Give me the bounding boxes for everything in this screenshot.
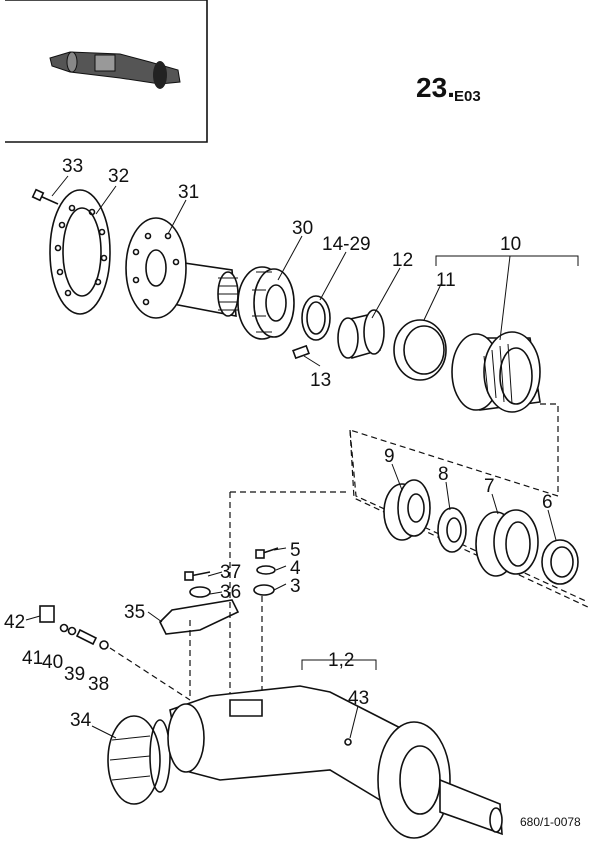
section-code: E03 [454, 88, 481, 105]
part-36-lock-washer [189, 586, 211, 598]
part-4-washer-plate [256, 565, 276, 575]
callout-11: 11 [436, 270, 456, 291]
part-3-lock-plate [253, 584, 275, 596]
callout-13: 13 [310, 370, 331, 391]
part-9-bearing [383, 479, 431, 541]
callout-12-bearing: 12 [392, 250, 413, 271]
callout-33: 33 [62, 156, 83, 177]
part-12-bearing-cone [337, 309, 385, 360]
callout-40: 40 [42, 652, 63, 673]
inset-axle-thumbnail [49, 51, 181, 89]
part-10-ring-gear [451, 331, 541, 413]
alignment-line-pin [109, 647, 191, 701]
callout-9: 9 [384, 446, 395, 467]
drawing-reference: 680/1-0078 [520, 815, 581, 829]
callout-10: 10 [500, 234, 521, 255]
part-34-perforated-band [107, 715, 171, 805]
callout-labels: 33 32 31 30 14-29 12 10 11 13 9 8 7 6 5 … [4, 156, 553, 731]
locator-inset [5, 0, 208, 143]
callout-38: 38 [88, 674, 109, 695]
callout-35: 35 [124, 602, 145, 623]
part-41-washer [59, 623, 69, 633]
part-6-seal [541, 539, 579, 585]
part-35-bracket [159, 599, 240, 635]
callout-42: 42 [4, 612, 25, 633]
part-14-29-shim-ring [301, 295, 331, 341]
part-42-block [39, 605, 55, 623]
part-32-flange-ring [49, 189, 111, 315]
part-5-bolt [255, 547, 279, 559]
section-title: 23. E03 [416, 72, 481, 105]
callout-5: 5 [290, 540, 301, 561]
callout-31: 31 [178, 182, 199, 203]
callout-39: 39 [64, 664, 85, 685]
callout-3: 3 [290, 576, 301, 597]
callout-37: 37 [220, 562, 241, 583]
part-31-hub-shaft [125, 217, 239, 319]
callout-41: 41 [22, 648, 43, 669]
callout-14-29: 14-29 [322, 234, 371, 255]
callout-43: 43 [348, 688, 369, 709]
part-33-bolt [31, 188, 59, 205]
callout-8: 8 [438, 464, 449, 485]
part-11-seal-ring [393, 319, 447, 381]
part-38-cap [99, 640, 109, 650]
callout-32: 32 [108, 166, 129, 187]
inset-frame [5, 0, 208, 143]
section-number: 23. [416, 72, 455, 103]
assembly-group-outline-upper [349, 403, 589, 603]
callout-36: 36 [220, 582, 241, 603]
part-30-bearing [237, 266, 295, 340]
callout-4: 4 [290, 558, 301, 579]
callout-1-2: 1,2 [328, 650, 354, 671]
part-39-pin [75, 628, 98, 646]
part-8-slotted-nut [437, 507, 467, 553]
part-13-plug [292, 344, 310, 360]
part-1-2-axle-housing [167, 685, 503, 839]
leader-lines [25, 175, 579, 739]
callout-7: 7 [484, 476, 495, 497]
part-7-gear-ring [475, 509, 539, 577]
callout-30: 30 [292, 218, 313, 239]
part-40-ring [67, 626, 77, 636]
callout-34: 34 [70, 710, 92, 731]
part-37-bolt [184, 571, 211, 581]
callout-6: 6 [542, 492, 553, 513]
